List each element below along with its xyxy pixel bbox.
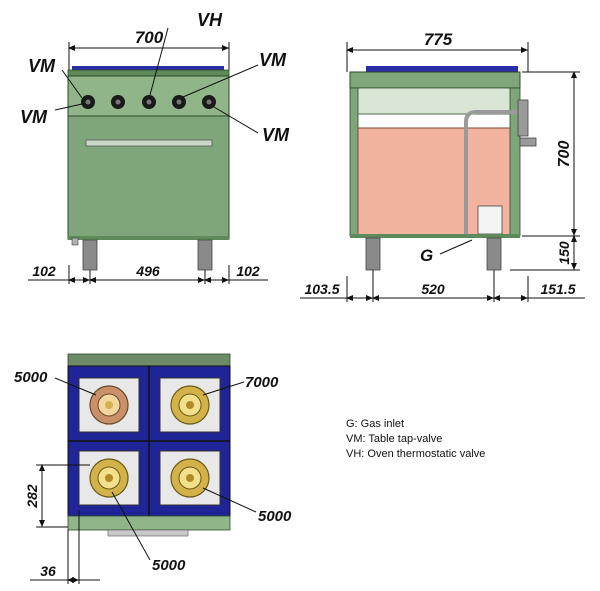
side-depth-label: 775 [424,30,453,49]
front-oven-door [67,115,230,240]
front-burner-caps [72,66,224,72]
gas-pipe [464,110,520,236]
label-vh: VH [197,10,223,30]
label-vm-right: VM [262,125,290,145]
side-height-label: 700 [556,141,573,168]
top-bottom-dim: 36 [40,563,56,579]
top-front-panel [67,515,231,531]
front-width-label: 700 [135,28,164,47]
side-leg-label: 150 [556,241,572,265]
side-leg-rear [486,237,502,271]
label-vm-top-left: VM [28,56,56,76]
oven-handle [85,139,213,147]
front-leg-right [197,239,213,271]
power-bottom-left: 5000 [152,557,186,574]
front-dim-middle: 496 [135,263,160,279]
power-bottom-right: 5000 [258,508,292,525]
top-side-dim: 282 [24,484,40,509]
side-hob-interior [355,87,517,115]
legend-table-tap-valve: VM: Table tap-valve [346,433,442,445]
front-plinth [68,236,229,240]
front-hob-rim [67,69,230,77]
front-dim-right: 102 [236,263,260,279]
burner-top-left [78,377,140,433]
label-vm-left: VM [20,107,48,127]
side-front-panel [349,87,359,237]
label-vm-top-right: VM [259,50,287,70]
side-hob [349,71,521,89]
front-knobs [81,95,216,109]
side-dim-left: 103.5 [304,281,339,297]
side-dim-middle: 520 [421,281,445,297]
side-valve-box [477,205,503,235]
top-view: 5000 7000 5000 5000 282 36 [14,353,292,584]
label-gas-inlet: G [420,246,433,265]
legend-gas-inlet: G: Gas inlet [346,418,404,430]
legend: G: Gas inlet VM: Table tap-valve VH: Ove… [346,418,485,460]
side-view: 775 G 700 150 [300,30,585,302]
front-dim-left: 102 [32,263,56,279]
burner-top-right [159,377,221,433]
side-burner-caps [366,66,518,74]
top-backsplash [67,353,231,367]
burner-bottom-right [159,450,221,506]
side-leg-front [365,237,381,271]
front-view: 700 VH VM [20,10,290,284]
front-leg-left [82,239,98,271]
power-top-right: 7000 [245,374,279,391]
legend-oven-thermostatic-valve: VH: Oven thermostatic valve [346,448,485,460]
burner-bottom-left [78,450,140,506]
side-dim-right: 151.5 [540,281,575,297]
power-top-left: 5000 [14,369,48,386]
